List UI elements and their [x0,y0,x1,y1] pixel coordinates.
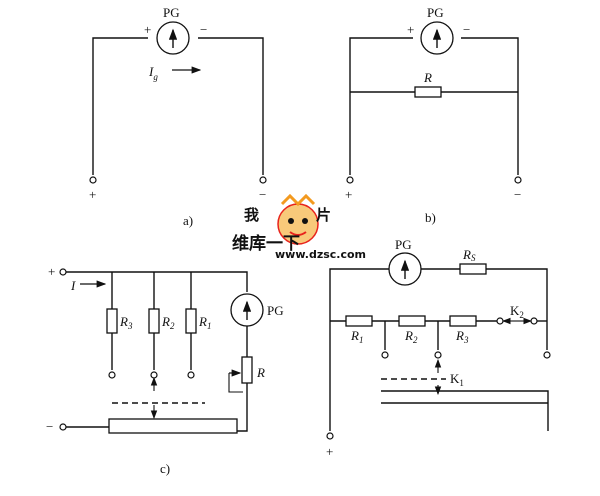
galvanometer-d-label: PG [395,237,412,252]
series-resistor-label: R [256,365,265,380]
resistor-r3 [106,308,118,334]
terminal-r2 [150,371,158,379]
terminal-b-right [514,176,522,184]
galvanometer-b [420,21,454,55]
resistor-r2-label: R2 [161,314,175,331]
galvanometer-b-minus: − [463,22,470,37]
ayrton-plus-sign: + [326,444,333,459]
caption-b: b) [425,210,436,225]
current-ig-label: Ig [148,64,158,82]
galvanometer-c-label: PG [267,303,284,318]
resistor-r2b [398,315,426,327]
circuit-b-left-wire [349,37,413,175]
terminal-a-minus: − [259,187,266,202]
rheostat-wiper-wire [228,373,243,393]
terminal-b-minus: − [514,187,521,202]
terminal-b-plus: + [345,187,352,202]
resistor-r2 [148,308,160,334]
galvanometer-a-label: PG [163,5,180,20]
shunt-resistor-r [414,86,442,98]
resistor-r2b-label: R2 [404,328,418,345]
terminal-r3 [108,371,116,379]
circuit-c-top-bus [66,271,248,292]
terminal-a-right [259,176,267,184]
terminal-a-left [89,176,97,184]
galvanometer-a [156,21,190,55]
resistor-r3b-label: R3 [455,328,469,345]
shunt-resistor-label: R [423,70,432,85]
svg-text:片: 片 [316,206,331,224]
galvanometer-a-minus: − [200,22,207,37]
circuit-c-ayrton: PG RS R1 R2 R3 K2 K1 + [326,237,551,459]
ayrton-left-wire [329,268,389,431]
svg-text:我: 我 [244,206,259,224]
watermark-logo: 我 片 维库一下 www.dzsc.com [232,193,366,261]
resistor-r1b-label: R1 [350,328,363,345]
resistor-rs-label: RS [462,247,476,263]
caption-a: a) [183,213,193,228]
tap-terminal-2 [434,351,442,359]
tap-wires [384,321,439,350]
caption-c: c) [160,461,170,476]
switch-k2-label: K2 [510,303,524,320]
resistor-r1b [345,315,373,327]
circuit-a-left-wire [92,37,148,175]
galvanometer-c [230,293,264,327]
ayrton-plus-terminal [326,432,334,440]
circuit-a: PG + − Ig + − a) [89,5,267,228]
resistor-rs [459,263,487,275]
series-resistor-r [241,356,253,384]
k2-terminal-right [530,317,538,325]
terminal-c-plus-sign: + [48,264,55,279]
terminal-a-plus: + [89,187,96,202]
selector-bar [108,418,238,434]
circuit-b-right-wire [461,37,519,175]
ayrton-top-wire [421,268,548,350]
resistor-r3b [449,315,477,327]
resistor-r1-label: R1 [198,314,211,331]
terminal-c-plus [59,268,67,276]
watermark-url: www.dzsc.com [275,248,366,261]
watermark-chinese: 维库一下 [232,233,300,254]
terminal-c-minus-sign: − [46,419,53,434]
current-i-label: I [70,278,76,293]
circuit-c-multirange: + I R3 R2 R1 PG R − [46,264,284,476]
resistor-r1 [185,308,197,334]
circuit-a-right-wire [198,37,264,175]
meter-branch-wire [237,326,248,432]
k2-terminal-left [496,317,504,325]
galvanometer-a-plus: + [144,22,151,37]
terminal-r1 [187,371,195,379]
terminal-b-left [346,176,354,184]
k1-selector-bar [381,390,549,431]
tap-terminal-1 [381,351,389,359]
circuit-b: R PG + − + − b) [345,5,522,225]
resistor-r3-label: R3 [119,314,133,331]
switch-k1-label: K1 [450,371,464,388]
galvanometer-b-label: PG [427,5,444,20]
terminal-c-minus [59,423,67,431]
ayrton-right-terminal [543,351,551,359]
galvanometer-d [388,252,422,286]
galvanometer-b-plus: + [407,22,414,37]
